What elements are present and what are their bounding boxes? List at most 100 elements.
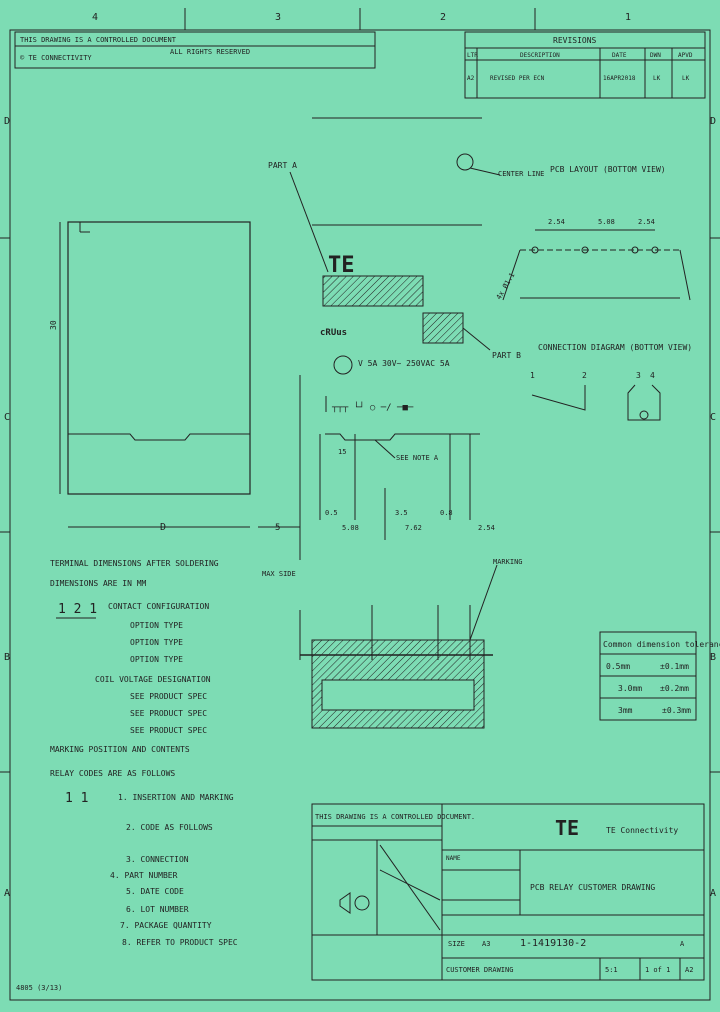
svg-text:2: 2	[582, 371, 587, 380]
tb-company: TE Connectivity	[606, 826, 678, 835]
part-b-area	[422, 312, 464, 344]
projection-icon	[339, 892, 351, 914]
svg-text:2.54: 2.54	[478, 524, 495, 532]
svg-text:7.62: 7.62	[405, 524, 422, 532]
pcb-title: PCB LAYOUT (BOTTOM VIEW)	[550, 165, 666, 174]
svg-text:2. CODE AS FOLLOWS: 2. CODE AS FOLLOWS	[126, 823, 213, 832]
marking-code: 1 2 1	[58, 602, 97, 617]
svg-text:OPTION TYPE: OPTION TYPE	[130, 638, 183, 647]
svg-text:APVD: APVD	[678, 52, 693, 59]
revisions-table: REVISIONS LTR DESCRIPTION DATE DWN APVD …	[464, 31, 706, 99]
svg-text:4x Ø1.1: 4x Ø1.1	[495, 271, 517, 301]
svg-text:A2: A2	[685, 966, 693, 974]
zone-row-b: B	[4, 652, 10, 663]
svg-text:4. PART NUMBER: 4. PART NUMBER	[110, 871, 178, 880]
dim-5: 5	[275, 523, 280, 533]
sheet-border	[9, 29, 711, 1001]
svg-text:A2: A2	[467, 75, 475, 82]
svg-text:A3: A3	[482, 940, 490, 948]
svg-text:16APR2018: 16APR2018	[603, 75, 636, 82]
svg-text:15: 15	[338, 448, 346, 456]
header-rights: ALL RIGHTS RESERVED	[170, 48, 250, 56]
svg-text:LTR: LTR	[467, 52, 478, 59]
zone-row-d: D	[4, 116, 10, 127]
svg-text:NAME: NAME	[446, 855, 461, 862]
svg-text:0.5: 0.5	[325, 509, 338, 517]
svg-text:3.0mm: 3.0mm	[618, 684, 642, 693]
svg-text:1. INSERTION AND MARKING: 1. INSERTION AND MARKING	[118, 793, 234, 802]
svg-text:8. REFER TO PRODUCT SPEC: 8. REFER TO PRODUCT SPEC	[122, 938, 238, 947]
svg-text:LK: LK	[682, 75, 690, 82]
svg-text:B: B	[710, 652, 716, 663]
connection-title: CONNECTION DIAGRAM (BOTTOM VIEW)	[538, 343, 692, 352]
tolerance-title: Common dimension tolerance	[603, 640, 720, 649]
notes-title: TERMINAL DIMENSIONS AFTER SOLDERING	[50, 559, 219, 568]
max-side-label: MAX SIDE	[262, 570, 296, 578]
revisions-title: REVISIONS	[553, 36, 597, 45]
title-block: THIS DRAWING IS A CONTROLLED DOCUMENT. T…	[311, 803, 705, 981]
svg-text:1 of 1: 1 of 1	[645, 966, 670, 974]
svg-text:A: A	[710, 888, 716, 899]
header-copyright: © TE CONNECTIVITY	[20, 54, 92, 62]
zone-col-1: 1	[625, 12, 631, 23]
ratings-text: V 5A 30V~ 250VAC 5A	[358, 359, 450, 368]
svg-text:SIZE: SIZE	[448, 940, 465, 948]
svg-text:D: D	[710, 116, 716, 127]
svg-text:OPTION TYPE: OPTION TYPE	[130, 621, 183, 630]
tb-controlled: THIS DRAWING IS A CONTROLLED DOCUMENT.	[315, 813, 475, 821]
code-label: 1 1	[65, 791, 88, 806]
svg-text:SEE PRODUCT SPEC: SEE PRODUCT SPEC	[130, 709, 207, 718]
dim-width: D	[160, 522, 166, 533]
marking-circle-icon	[456, 153, 474, 171]
svg-text:C: C	[710, 412, 716, 423]
header-block: THIS DRAWING IS A CONTROLLED DOCUMENT © …	[14, 31, 376, 69]
cert-mark-icon	[333, 355, 353, 375]
relay-side-view: 30 D 5 MAX SIDE	[49, 221, 301, 578]
pcb-layout: PCB LAYOUT (BOTTOM VIEW) 2.54 5.08 2.54 …	[495, 165, 691, 301]
relay-front-view: PART A TE PART B cRUus V 5A 30V~ 250VAC …	[268, 117, 544, 540]
svg-text:LK: LK	[653, 75, 661, 82]
svg-text:0.8: 0.8	[440, 509, 453, 517]
svg-text:OPTION TYPE: OPTION TYPE	[130, 655, 183, 664]
ul-mark-icon: cRUus	[320, 328, 347, 338]
svg-text:0.5mm: 0.5mm	[606, 662, 630, 671]
tb-drawing-no: 1-1419130-2	[520, 938, 586, 949]
svg-text:4: 4	[650, 371, 655, 380]
svg-text:SEE PRODUCT SPEC: SEE PRODUCT SPEC	[130, 726, 207, 735]
svg-text:DESCRIPTION: DESCRIPTION	[520, 52, 560, 59]
zone-col-3: 3	[275, 12, 281, 23]
center-label: CENTER LINE	[498, 170, 544, 178]
header-controlled: THIS DRAWING IS A CONTROLLED DOCUMENT	[20, 36, 177, 44]
part-a-label: PART A	[268, 161, 297, 170]
zone-row-c: C	[4, 412, 10, 423]
svg-text:5. DATE CODE: 5. DATE CODE	[126, 887, 184, 896]
zone-col-4: 4	[92, 12, 98, 23]
tb-te-logo: TE	[555, 816, 579, 840]
notes-block: TERMINAL DIMENSIONS AFTER SOLDERING DIME…	[50, 559, 238, 947]
form-code: 4805 (3/13)	[16, 984, 62, 992]
svg-text:7. PACKAGE QUANTITY: 7. PACKAGE QUANTITY	[120, 921, 212, 930]
svg-text:6. LOT NUMBER: 6. LOT NUMBER	[126, 905, 189, 914]
svg-text:MARKING POSITION AND CONTENTS: MARKING POSITION AND CONTENTS	[50, 745, 190, 754]
svg-text:SEE PRODUCT SPEC: SEE PRODUCT SPEC	[130, 692, 207, 701]
tb-customer-drawing: CUSTOMER DRAWING	[446, 966, 513, 974]
svg-text:DWN: DWN	[650, 52, 661, 59]
connection-diagram: CONNECTION DIAGRAM (BOTTOM VIEW) 1 2 3 4	[530, 343, 692, 421]
svg-text:3.5: 3.5	[395, 509, 408, 517]
svg-text:A: A	[680, 940, 685, 948]
svg-text:RELAY CODES ARE AS FOLLOWS: RELAY CODES ARE AS FOLLOWS	[50, 769, 175, 778]
zone-row-a: A	[4, 888, 10, 899]
coil-icon	[639, 410, 649, 420]
zone-col-2: 2	[440, 12, 446, 23]
dim-height: 30	[49, 320, 58, 330]
part-a-area	[322, 275, 424, 307]
svg-text:±0.2mm: ±0.2mm	[660, 684, 689, 693]
svg-text:REVISED PER ECN: REVISED PER ECN	[490, 75, 545, 82]
svg-text:CONTACT CONFIGURATION: CONTACT CONFIGURATION	[108, 602, 209, 611]
svg-text:±0.3mm: ±0.3mm	[662, 706, 691, 715]
svg-text:3mm: 3mm	[618, 706, 633, 715]
svg-text:2.54: 2.54	[548, 218, 565, 226]
part-b-label: PART B	[492, 351, 521, 360]
svg-text:1: 1	[530, 371, 535, 380]
